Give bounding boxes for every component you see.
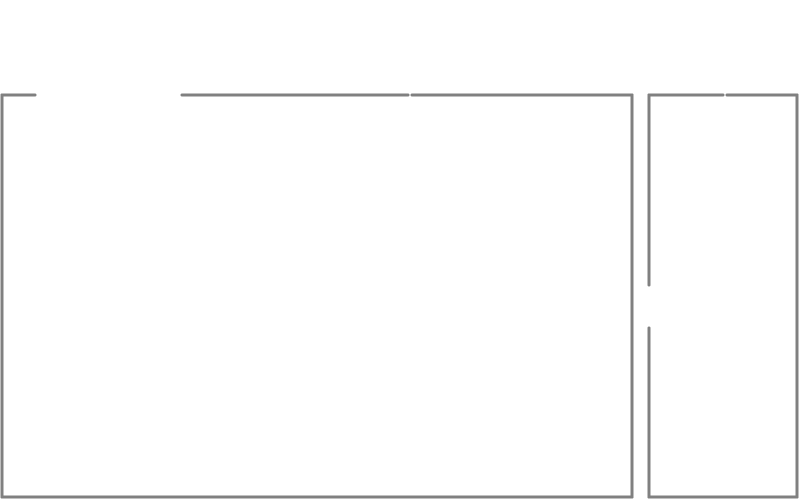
room-large [0, 93, 634, 499]
room-small [647, 93, 799, 499]
